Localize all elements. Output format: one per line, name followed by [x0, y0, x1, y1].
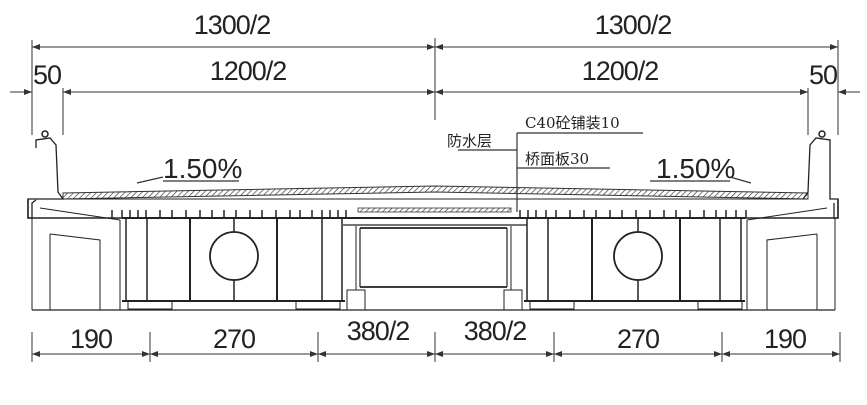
dim-bottom-4: 380/2: [464, 316, 527, 346]
label-pavement: C40砼铺装10: [525, 114, 620, 132]
top-dimension-lines: [10, 38, 860, 135]
dim-top-right-total: 1300/2: [595, 10, 672, 40]
slope-right-arrow: [729, 176, 752, 184]
dim-top-right-edge: 50: [809, 60, 837, 90]
dim-bottom-3: 380/2: [347, 316, 410, 346]
slope-right-label: 1.50%: [656, 153, 735, 184]
slope-left-label: 1.50%: [163, 153, 242, 184]
dim-bottom-2: 270: [213, 324, 255, 354]
bottom-dimension-lines: [31, 332, 841, 362]
dim-bottom-6: 190: [764, 324, 806, 354]
slope-left-arrow: [136, 176, 164, 184]
deck-structure: [27, 130, 839, 311]
dim-top-left-total: 1300/2: [194, 10, 271, 40]
shear-studs: [111, 210, 747, 218]
dim-bottom-1: 190: [70, 324, 112, 354]
label-waterproof-layer: 防水层: [447, 132, 492, 150]
dim-top-left-inner: 1200/2: [210, 56, 287, 86]
dim-top-right-inner: 1200/2: [582, 56, 659, 86]
dim-bottom-5: 270: [617, 324, 659, 354]
label-deck-plate: 桥面板30: [525, 150, 589, 168]
dim-top-left-edge: 50: [33, 60, 61, 90]
